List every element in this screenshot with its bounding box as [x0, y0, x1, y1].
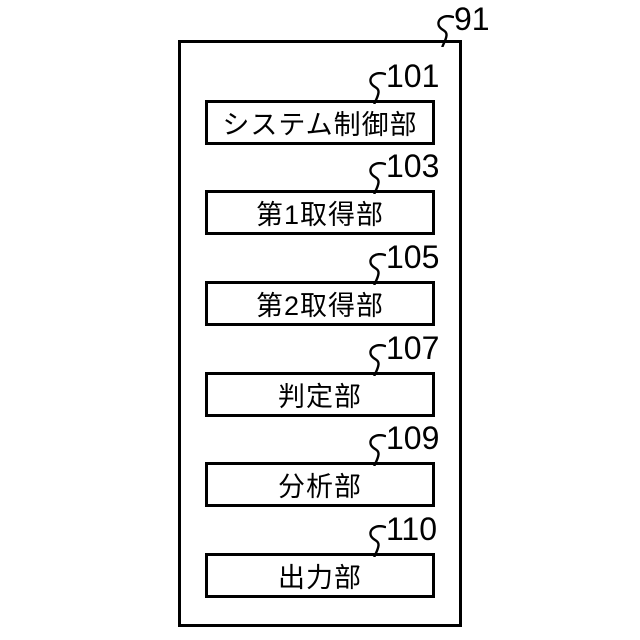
leader-curve-icon — [369, 162, 386, 194]
block-label: 分析部 — [278, 472, 362, 502]
block-analysis: 分析部 — [205, 462, 435, 507]
block-second-acquisition: 第2取得部 — [205, 281, 435, 326]
ref-label-91: 91 — [436, 3, 490, 47]
block-label: 出力部 — [278, 563, 362, 593]
ref-label-105: 105 — [368, 241, 439, 285]
ref-label-110: 110 — [368, 513, 437, 557]
ref-number: 101 — [386, 58, 440, 94]
leader-curve-icon — [437, 15, 454, 47]
block-label: システム制御部 — [222, 110, 418, 140]
ref-number: 91 — [454, 1, 490, 37]
leader-curve-icon — [369, 434, 386, 466]
ref-label-107: 107 — [368, 332, 439, 376]
block-output: 出力部 — [205, 553, 435, 598]
leader-curve-icon — [369, 253, 386, 285]
ref-number: 105 — [386, 239, 440, 275]
block-label: 判定部 — [278, 382, 362, 412]
block-first-acquisition: 第1取得部 — [205, 190, 435, 235]
outer-system-box — [178, 40, 462, 627]
leader-curve-icon — [369, 525, 386, 557]
ref-label-101: 101 — [368, 60, 439, 104]
block-system-control: システム制御部 — [205, 100, 435, 145]
block-label: 第1取得部 — [255, 200, 385, 230]
leader-curve-icon — [369, 72, 386, 104]
ref-number: 110 — [386, 511, 438, 547]
ref-number: 107 — [386, 330, 440, 366]
block-determination: 判定部 — [205, 372, 435, 417]
ref-number: 103 — [386, 148, 440, 184]
ref-number: 109 — [386, 420, 440, 456]
ref-label-109: 109 — [368, 422, 439, 466]
ref-label-103: 103 — [368, 150, 439, 194]
leader-curve-icon — [369, 344, 386, 376]
block-label: 第2取得部 — [255, 291, 385, 321]
